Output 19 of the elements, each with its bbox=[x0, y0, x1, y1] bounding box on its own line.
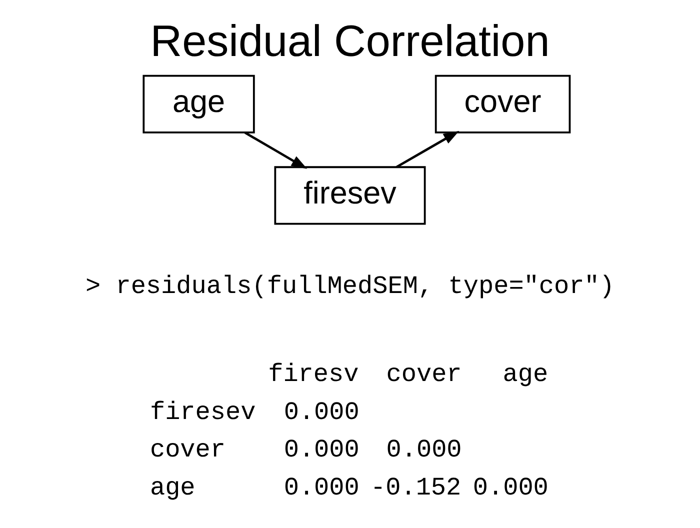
node-box: firesev bbox=[274, 166, 426, 225]
label: age bbox=[502, 360, 548, 390]
label: cover bbox=[386, 360, 462, 390]
label: -0.152 bbox=[370, 473, 462, 502]
label: 0.000 bbox=[386, 436, 462, 465]
arrow bbox=[396, 130, 460, 168]
label: 0.000 bbox=[284, 436, 360, 465]
label: 0.000 bbox=[284, 473, 360, 502]
node-box: cover bbox=[434, 74, 571, 134]
node-box: age bbox=[142, 74, 255, 134]
label: 0.000 bbox=[284, 398, 360, 427]
label: > residuals(fullMedSEM, type="cor") bbox=[85, 272, 615, 301]
diagram-title: Residual Correlation bbox=[150, 16, 550, 66]
label: firesev bbox=[150, 398, 256, 427]
label: firesv bbox=[268, 360, 359, 390]
label: age bbox=[150, 473, 196, 502]
label: cover bbox=[150, 436, 226, 465]
arrow bbox=[244, 132, 308, 169]
label: 0.000 bbox=[472, 473, 548, 502]
